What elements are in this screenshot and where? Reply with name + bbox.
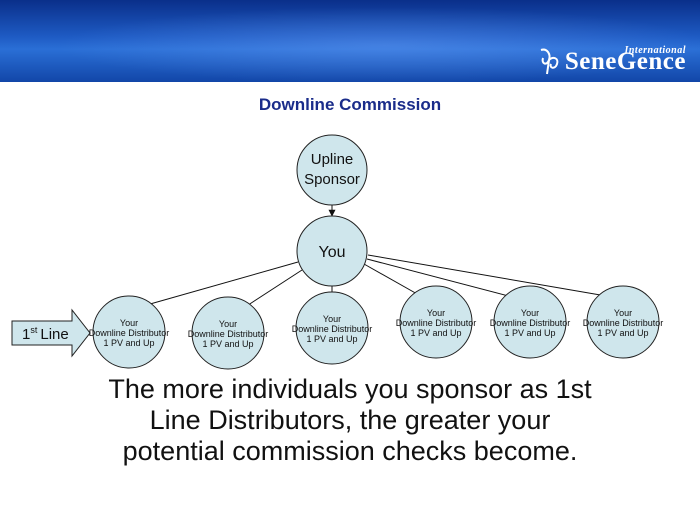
distributor-label-3: 1 PV and Up <box>103 338 154 348</box>
distributor-node: Your Downline Distributor 1 PV and Up <box>396 285 477 359</box>
distributor-label-3: 1 PV and Up <box>504 328 555 338</box>
distributor-label-1: Your <box>120 318 138 328</box>
distributor-label-1: Your <box>323 314 341 324</box>
connector-you-dist-6 <box>367 254 613 300</box>
distributor-label-1: Your <box>521 308 539 318</box>
page-title: Downline Commission <box>258 95 442 114</box>
logo-text: SeneGence <box>564 48 686 75</box>
banner-shine <box>0 0 700 82</box>
distributor-label-1: Your <box>614 308 632 318</box>
you-node: You <box>296 215 368 287</box>
upline-label-line1: Upline <box>311 151 354 168</box>
upline-label-line2: Sponsor <box>304 171 360 188</box>
butterfly-swirl-icon <box>540 48 559 75</box>
caption-text: The more individuals you sponsor as 1st … <box>108 374 592 466</box>
logo-wordmark: SeneGence International <box>564 45 686 76</box>
distributor-label-3: 1 PV and Up <box>306 334 357 344</box>
distributor-node: Your Downline Distributor 1 PV and Up <box>89 295 170 369</box>
you-label: You <box>319 244 346 261</box>
upline-sponsor-node: Upline Sponsor <box>296 134 368 206</box>
distributor-label-2: Downline Distributor <box>89 328 170 338</box>
distributor-node: Your Downline Distributor 1 PV and Up <box>292 291 373 365</box>
connector-you-dist-5 <box>366 258 521 301</box>
distributor-node: Your Downline Distributor 1 PV and Up <box>583 285 664 359</box>
distributor-label-1: Your <box>219 319 237 329</box>
connector-you-dist-2 <box>241 269 303 310</box>
header-banner: SeneGence International <box>0 0 700 82</box>
distributor-label-2: Downline Distributor <box>188 329 269 339</box>
distributor-label-3: 1 PV and Up <box>410 328 461 338</box>
distributor-node: Your Downline Distributor 1 PV and Up <box>188 296 269 370</box>
logo-superscript: International <box>624 45 686 56</box>
distributor-label-2: Downline Distributor <box>292 324 373 334</box>
distributor-label-2: Downline Distributor <box>490 318 571 328</box>
senegence-logo: SeneGence International <box>537 42 686 76</box>
distributor-label-2: Downline Distributor <box>583 318 664 328</box>
distributor-node: Your Downline Distributor 1 PV and Up <box>490 285 571 359</box>
distributor-label-3: 1 PV and Up <box>597 328 648 338</box>
distributor-label-3: 1 PV and Up <box>202 339 253 349</box>
distributor-label-1: Your <box>427 308 445 318</box>
distributor-label-2: Downline Distributor <box>396 318 477 328</box>
connector-you-dist-1 <box>135 261 299 310</box>
